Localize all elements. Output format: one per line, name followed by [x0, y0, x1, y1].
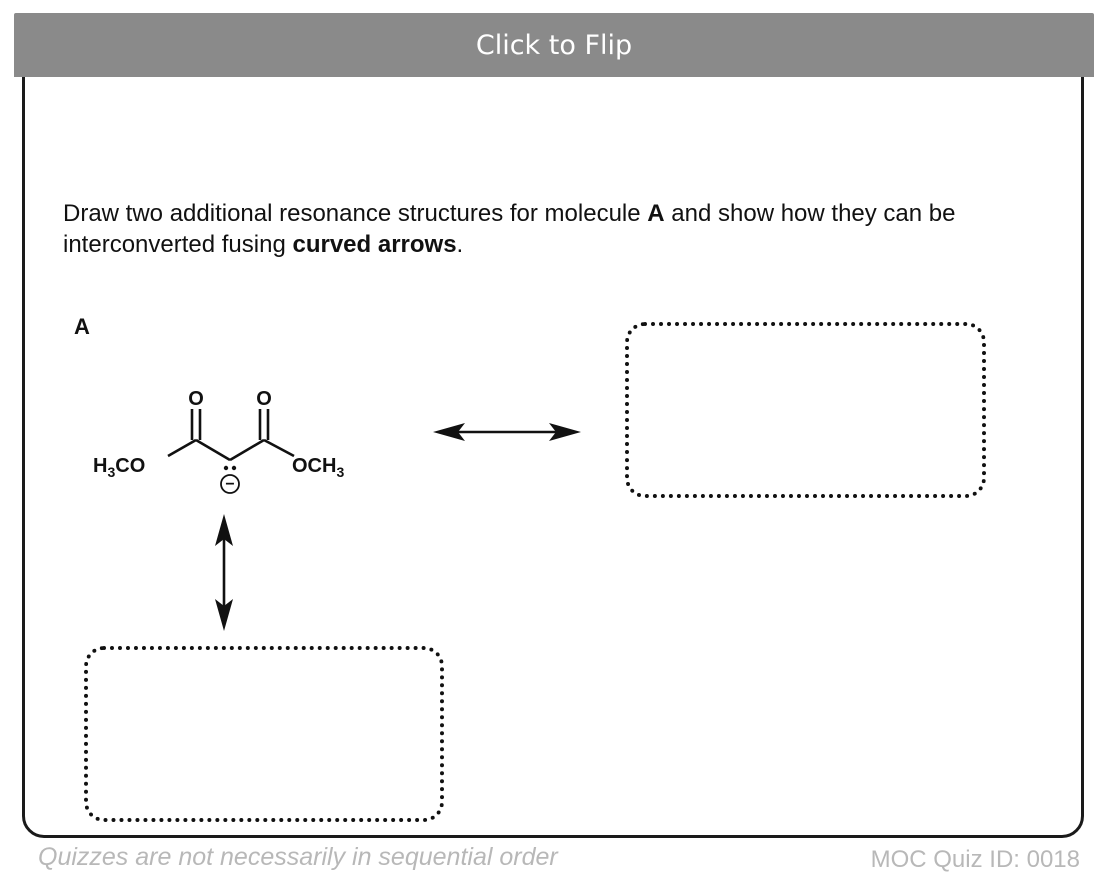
question-part-3: .	[456, 231, 464, 258]
methoxy-right-subscript: 3	[336, 464, 344, 480]
methoxy-right-och: OCH	[292, 455, 336, 477]
oxygen-right-label: O	[256, 388, 272, 410]
negative-charge-icon	[220, 474, 240, 494]
sequential-order-note: Quizzes are not necessarily in sequentia…	[38, 843, 558, 871]
quiz-id: MOC Quiz ID: 0018	[870, 846, 1080, 873]
methoxy-left-co: CO	[115, 455, 145, 477]
oxygen-left-label: O	[188, 388, 204, 410]
question-bold-molecule-a: A	[647, 200, 665, 227]
lone-pair-dot-2	[231, 465, 237, 471]
answer-box-resonance-1[interactable]	[625, 322, 986, 498]
bond-c1-c2	[195, 438, 231, 462]
molecule-bonds	[167, 409, 295, 462]
bond-o-c1	[167, 438, 197, 458]
methoxy-left-h: H	[93, 455, 107, 477]
question-part-1: Draw two additional resonance structures…	[63, 200, 648, 227]
click-to-flip-button[interactable]: Click to Flip	[14, 13, 1094, 77]
lone-pair-dot-1	[223, 465, 229, 471]
answer-box-resonance-2[interactable]	[84, 646, 444, 822]
methoxy-left-label: H3CO	[93, 455, 145, 480]
methoxy-right-label: OCH3	[292, 455, 344, 480]
bond-c3-o	[263, 438, 295, 458]
negative-charge-sign: −	[225, 476, 234, 493]
vertical-resonance-arrow-icon	[215, 514, 233, 631]
molecule-a-label: A	[74, 314, 90, 339]
methoxy-left-subscript: 3	[107, 464, 115, 480]
bond-c2-c3	[229, 438, 265, 462]
question-part-2: and show how they can be interconverted …	[63, 200, 956, 258]
question-text: Draw two additional resonance structures…	[63, 198, 1043, 260]
question-bold-curved-arrows: curved arrows	[292, 231, 457, 258]
horizontal-resonance-arrow-icon	[433, 423, 581, 441]
